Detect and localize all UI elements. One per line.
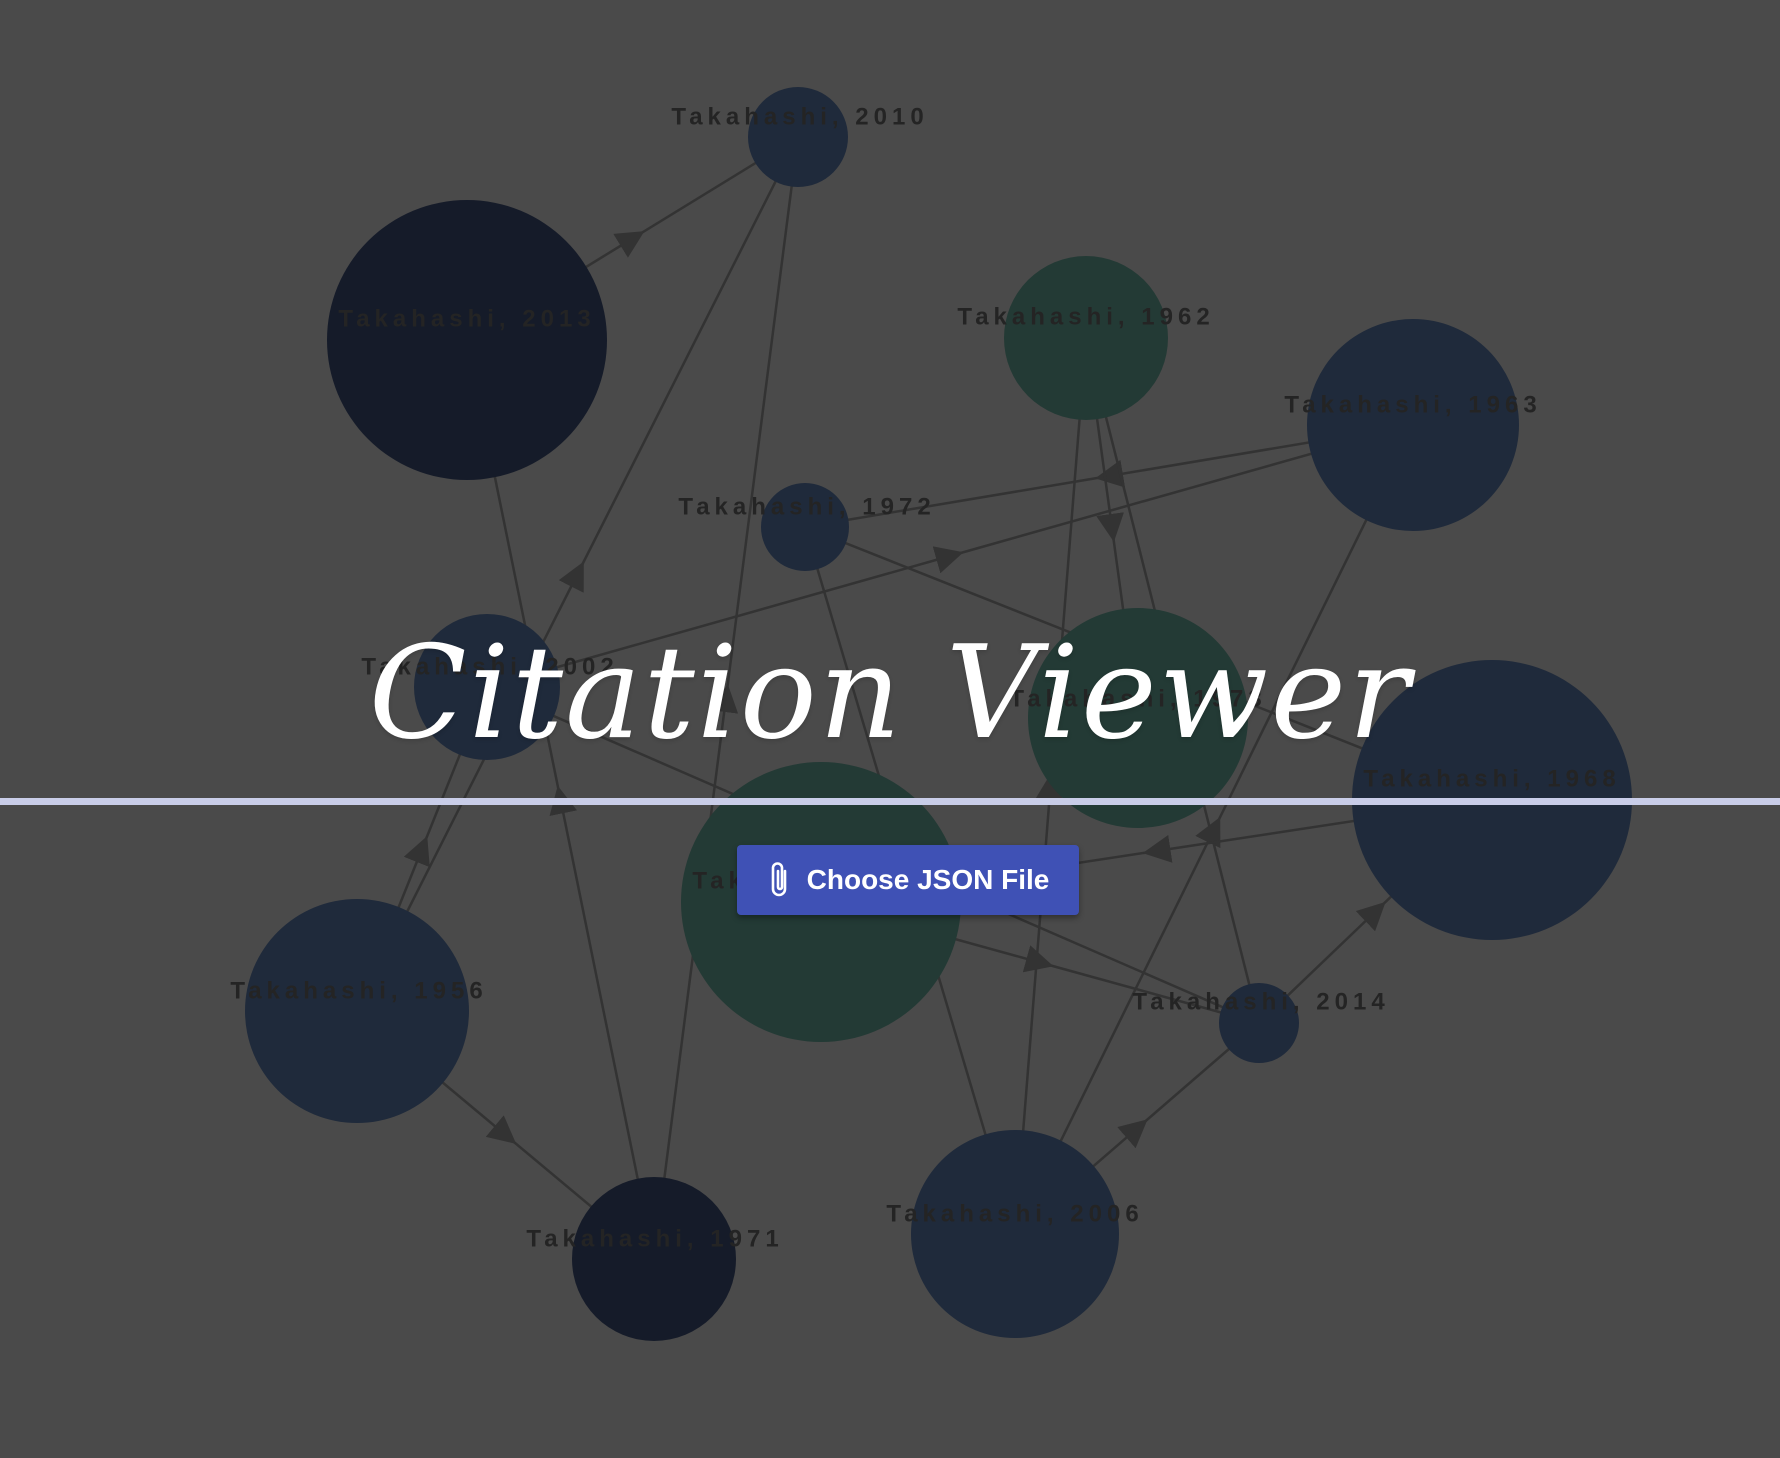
paper-node-label: Takahashi, 1973 [1009,685,1266,712]
citation-edge [355,136,800,1012]
paper-node-label: Takahashi, 1956 [230,977,487,1004]
paper-node-label: Takahashi, 2010 [671,103,928,130]
paper-node[interactable] [572,1177,736,1341]
paper-node-label: Takahashi, 1963 [1284,391,1541,418]
paper-node[interactable] [911,1130,1119,1338]
choose-json-file-label: Choose JSON File [806,864,1050,895]
paper-node-label: Takahashi, 2002 [361,653,618,680]
paper-node-label: Takahashi, 1971 [526,1225,783,1252]
paper-node-label: Takahashi, 2006 [886,1200,1143,1227]
paper-node[interactable] [748,87,848,187]
paper-node-label: Takahashi, 2013 [338,305,595,332]
paper-node[interactable] [1004,256,1168,420]
paper-node-label: Takahashi, 1962 [957,303,1214,330]
citation-edge [1013,424,1415,1235]
paper-node[interactable] [327,200,607,480]
citation-edge [1013,337,1088,1235]
citation-edge [652,136,800,1260]
paper-node[interactable] [1219,983,1299,1063]
paper-node-label: Takahashi, 1968 [1363,765,1620,792]
paper-node[interactable] [1028,608,1248,828]
paper-node[interactable] [1307,319,1519,531]
choose-json-file-button[interactable]: Choose JSON File [737,845,1079,915]
paper-node[interactable] [245,899,469,1123]
paper-node-label: Takahashi, 1972 [678,493,935,520]
paper-node[interactable] [414,614,560,760]
paper-node[interactable] [761,483,849,571]
paperclip-icon [767,859,793,901]
paper-node-label: Takahashi, 2014 [1132,988,1389,1015]
nodes-layer [245,87,1632,1341]
citation-edge [486,423,1414,689]
paper-node[interactable] [1352,660,1632,940]
